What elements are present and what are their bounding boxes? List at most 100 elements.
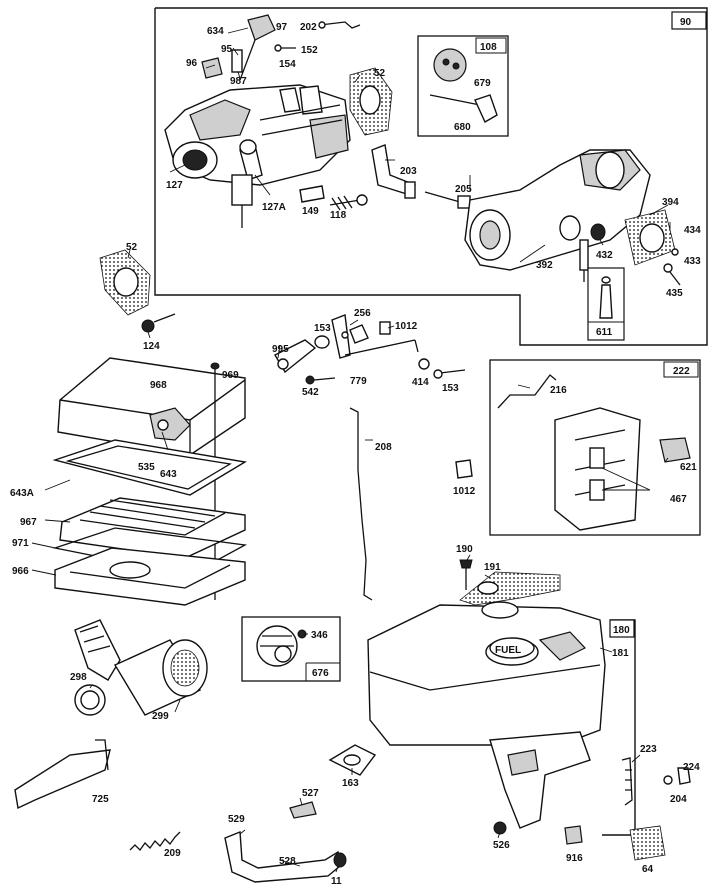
governor-parts xyxy=(201,14,361,81)
label-127A: 127A xyxy=(262,202,286,213)
box-id-90: 90 xyxy=(680,17,692,28)
clip-1012 xyxy=(455,459,473,479)
carburetor-left xyxy=(164,84,351,228)
part-64 xyxy=(629,825,666,861)
label-154: 154 xyxy=(279,59,296,70)
box-180: 180 xyxy=(602,619,636,836)
label-527: 527 xyxy=(302,788,319,799)
box-676: 676 xyxy=(241,616,341,682)
label-96: 96 xyxy=(186,58,198,69)
label-432: 432 xyxy=(596,250,613,261)
box-222: 222 xyxy=(489,359,701,536)
label-528: 528 xyxy=(279,856,296,867)
label-433: 433 xyxy=(684,256,701,267)
box-id-222: 222 xyxy=(673,366,690,377)
muffler-299 xyxy=(113,639,208,716)
label-414: 414 xyxy=(412,377,429,388)
label-299: 299 xyxy=(152,711,169,722)
gasket-52-top xyxy=(349,67,393,136)
label-209: 209 xyxy=(164,848,181,859)
label-987: 987 xyxy=(230,76,247,87)
label-779: 779 xyxy=(350,376,367,387)
label-434: 434 xyxy=(684,225,701,236)
fuel-tank: FUEL xyxy=(367,601,606,746)
label-190: 190 xyxy=(456,544,473,555)
label-346: 346 xyxy=(311,630,328,641)
label-968: 968 xyxy=(150,380,167,391)
label-224: 224 xyxy=(683,762,700,773)
base-966 xyxy=(54,547,246,606)
intake-elbow-298 xyxy=(74,619,121,716)
label-435: 435 xyxy=(666,288,683,299)
label-223: 223 xyxy=(640,744,657,755)
filter-967 xyxy=(59,497,246,559)
label-97: 97 xyxy=(276,22,288,33)
label-916: 916 xyxy=(566,853,583,864)
label-191: 191 xyxy=(484,562,501,573)
box-611: 611 xyxy=(587,267,625,341)
label-298: 298 xyxy=(70,672,87,683)
shield-725 xyxy=(14,739,111,810)
label-1012-bottom: 1012 xyxy=(453,486,476,497)
screw-190 xyxy=(459,559,473,590)
label-725: 725 xyxy=(92,794,109,805)
link-208 xyxy=(349,407,373,601)
clip-223 xyxy=(621,757,633,806)
label-679: 679 xyxy=(474,78,491,89)
box-id-180: 180 xyxy=(613,625,630,636)
label-163: 163 xyxy=(342,778,359,789)
label-680: 680 xyxy=(454,122,471,133)
lever-203 xyxy=(371,144,416,199)
label-542: 542 xyxy=(302,387,319,398)
label-205: 205 xyxy=(455,184,472,195)
label-95: 95 xyxy=(221,44,233,55)
spring-209 xyxy=(129,831,181,852)
screw-124 xyxy=(141,313,176,333)
box-id-108: 108 xyxy=(480,42,497,53)
label-535: 535 xyxy=(138,462,155,473)
label-11: 11 xyxy=(331,876,342,887)
label-152: 152 xyxy=(301,45,318,56)
label-394: 394 xyxy=(662,197,679,208)
label-1012-top: 1012 xyxy=(395,321,418,332)
label-181: 181 xyxy=(612,648,629,659)
leader-lines xyxy=(31,27,671,873)
label-621: 621 xyxy=(680,462,697,473)
label-52-top: 52 xyxy=(374,68,386,79)
label-124: 124 xyxy=(143,341,160,352)
label-966: 966 xyxy=(12,566,29,577)
label-202: 202 xyxy=(300,22,317,33)
gasket-643A xyxy=(52,439,247,496)
label-392: 392 xyxy=(536,260,553,271)
fuel-line-528 xyxy=(224,830,347,883)
box-108: 108 xyxy=(417,35,509,137)
part-224-204 xyxy=(663,767,691,785)
label-127: 127 xyxy=(166,180,183,191)
screws-149-118 xyxy=(299,185,368,211)
label-643A: 643A xyxy=(10,488,34,499)
label-153-bottom: 153 xyxy=(442,383,459,394)
carburetor-right xyxy=(464,149,681,286)
screw-205 xyxy=(424,191,471,209)
box-id-611: 611 xyxy=(596,327,613,338)
label-526: 526 xyxy=(493,840,510,851)
label-149: 149 xyxy=(302,206,319,217)
label-971: 971 xyxy=(12,538,29,549)
tank-gasket-191 xyxy=(459,571,561,606)
clip-527 xyxy=(289,801,317,819)
label-216: 216 xyxy=(550,385,567,396)
label-643: 643 xyxy=(160,469,177,480)
fuel-cap-label: FUEL xyxy=(495,645,521,656)
box-id-676: 676 xyxy=(312,668,329,679)
gasket-52-left xyxy=(99,249,151,316)
label-969: 969 xyxy=(222,370,239,381)
label-529: 529 xyxy=(228,814,245,825)
gasket-163 xyxy=(328,744,377,776)
linkage-group xyxy=(274,314,466,385)
bracket-526 xyxy=(489,731,591,835)
part-labels: 634 97 202 95 152 96 154 987 52 127 127A… xyxy=(10,22,701,887)
label-118: 118 xyxy=(330,210,347,221)
label-203: 203 xyxy=(400,166,417,177)
label-204: 204 xyxy=(670,794,687,805)
